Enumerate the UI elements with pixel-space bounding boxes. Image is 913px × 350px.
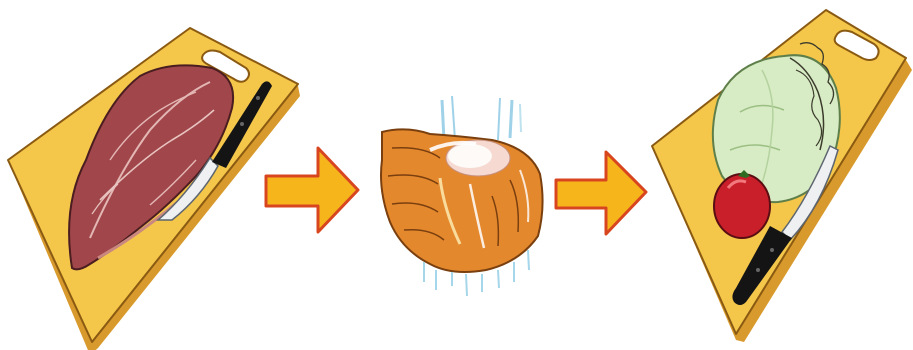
washing-hands-panel [381, 96, 543, 296]
water-stream-icon [442, 96, 521, 140]
meat-cutting-board-panel [8, 28, 300, 350]
vegetable-cutting-board-panel [652, 10, 912, 342]
right-arrow-icon [266, 148, 358, 232]
hands-under-water-icon [381, 129, 543, 272]
right-arrow-icon [556, 152, 646, 234]
